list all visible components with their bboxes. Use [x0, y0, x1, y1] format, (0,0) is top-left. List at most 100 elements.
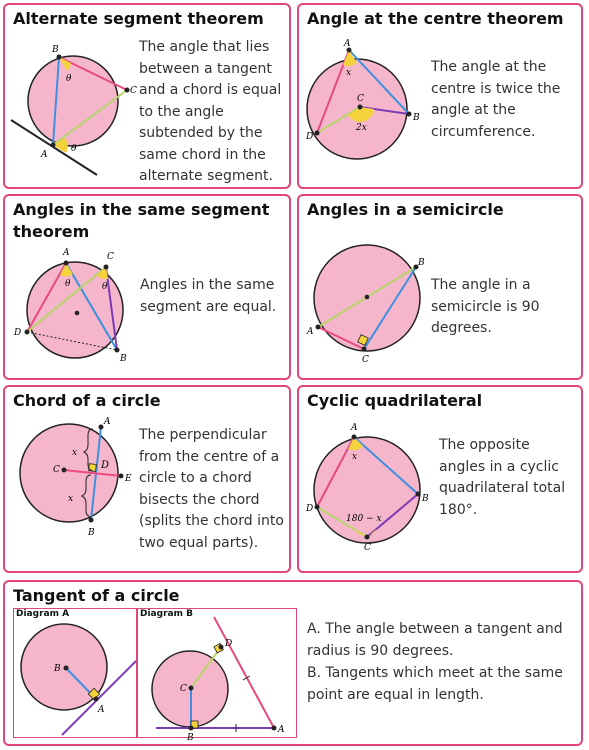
angle-a-marker	[343, 50, 357, 66]
line-c-b	[359, 106, 410, 115]
side-c-b	[366, 493, 419, 538]
point-b	[413, 264, 419, 270]
label-e: E	[124, 474, 132, 484]
label-c: C	[130, 86, 137, 96]
description: Angles in the same segment are equal.	[140, 277, 277, 315]
label-c: C	[362, 355, 369, 365]
line-c-b	[105, 266, 118, 351]
side-a-d	[316, 436, 355, 508]
card-title-line-2: theorem	[13, 222, 90, 241]
card-title-line-1: Angles in the same segment	[13, 200, 270, 219]
angle-a-marker	[53, 138, 68, 153]
point-c	[361, 346, 367, 352]
label-b: B	[186, 733, 194, 743]
point-a	[98, 424, 104, 430]
card-title: Alternate segment theorem	[13, 9, 264, 28]
line-a-b	[65, 262, 118, 351]
label-x: x	[352, 452, 357, 462]
label-a: A	[277, 725, 285, 735]
tangent-diagram-a: B A	[20, 623, 137, 736]
description: The angle at the centre is twice the ang…	[431, 59, 561, 140]
label-2x: 2x	[355, 123, 367, 133]
card-chord: Chord of a circle A B C D E x x The perp…	[3, 385, 291, 573]
line-b-c	[363, 266, 417, 350]
line-a-d	[26, 262, 67, 333]
circle	[19, 423, 119, 523]
point-e	[118, 473, 124, 479]
point-c	[61, 467, 67, 473]
point-b	[188, 725, 194, 731]
description: The angle that lies between a tangent an…	[139, 39, 282, 184]
point-a	[50, 142, 56, 148]
tangent-line-side	[213, 616, 275, 729]
label-d: D	[13, 328, 21, 338]
label-d: D	[305, 504, 313, 514]
point-d	[24, 329, 30, 335]
description-a: A. The angle between a tangent and radiu…	[307, 621, 563, 659]
circle	[313, 436, 421, 544]
label-c: C	[364, 543, 371, 553]
description: The opposite angles in a cyclic quadrila…	[439, 437, 566, 518]
angle-a-marker	[60, 263, 73, 277]
label-a: A	[343, 39, 351, 49]
point-d	[314, 130, 320, 136]
label-x-1: x	[72, 448, 77, 458]
cyclic-diagram: A B C D x 180 − x	[305, 423, 429, 553]
point-b	[88, 517, 94, 523]
card-title: Tangent of a circle	[13, 586, 180, 605]
label-a: A	[350, 423, 358, 433]
tangent-line	[10, 119, 98, 176]
line-a-b	[348, 49, 410, 115]
label-b: B	[417, 258, 425, 268]
angle-a-marker	[348, 437, 363, 451]
angle-centre-diagram: A B C D x 2x	[305, 39, 420, 160]
point-d	[218, 644, 224, 650]
card-same-segment: Angles in the same segment theorem A C D…	[3, 194, 291, 380]
card-title: Angles in a semicircle	[307, 200, 504, 219]
point-a	[351, 434, 357, 440]
brace-top	[82, 428, 94, 472]
diagram-b-panel: Diagram B C B D A	[137, 608, 297, 743]
label-a: A	[97, 705, 105, 715]
centre-point	[364, 294, 370, 300]
brace-bottom	[80, 474, 92, 518]
label-180-minus-x: 180 − x	[346, 514, 382, 524]
angle-c-marker	[97, 267, 108, 280]
diagram-a-panel: Diagram A B A	[13, 608, 137, 738]
diagram-b-label: Diagram B	[140, 609, 193, 619]
chord-diagram: A B C D E x x	[19, 417, 132, 538]
label-x-2: x	[68, 494, 73, 504]
description: The angle in a semicircle is 90 degrees.	[431, 277, 540, 336]
right-angle-marker-b	[190, 720, 199, 729]
side-d-c	[316, 506, 368, 538]
circle	[26, 261, 124, 359]
label-theta-2: θ	[102, 282, 108, 292]
card-angle-centre: Angle at the centre theorem A B C D x 2x…	[297, 3, 583, 189]
label-x: x	[346, 68, 351, 78]
right-angle-marker	[88, 463, 97, 472]
label-a: A	[40, 150, 48, 160]
tick-side	[242, 675, 251, 681]
tangent-diagram-b: C B D A	[151, 616, 285, 743]
point-a	[346, 47, 352, 53]
card-alternate-segment: Alternate segment theorem B C A θ θ The …	[3, 3, 291, 189]
tangent-line	[61, 660, 137, 736]
semicircle-diagram: A B C	[306, 244, 425, 365]
chord-ac	[52, 89, 128, 146]
point-a	[315, 324, 321, 330]
label-a: A	[103, 417, 111, 427]
point-c	[188, 685, 194, 691]
label-theta-1: θ	[66, 74, 72, 84]
label-b: B	[412, 113, 420, 123]
alternate-segment-diagram: B C A θ θ	[10, 45, 137, 176]
chord-ab	[52, 56, 60, 146]
perpendicular-c-e	[63, 469, 122, 477]
line-c-d	[26, 266, 107, 333]
label-c: C	[357, 94, 364, 104]
card-cyclic: Cyclic quadrilateral A B C D x 180 − x T…	[297, 385, 583, 573]
card-title: Cyclic quadrilateral	[307, 391, 483, 410]
label-c: C	[180, 684, 187, 694]
label-d: D	[224, 639, 232, 649]
label-b: B	[53, 664, 61, 674]
card-tangent: Tangent of a circle Diagram A B A Diagra…	[3, 580, 583, 746]
